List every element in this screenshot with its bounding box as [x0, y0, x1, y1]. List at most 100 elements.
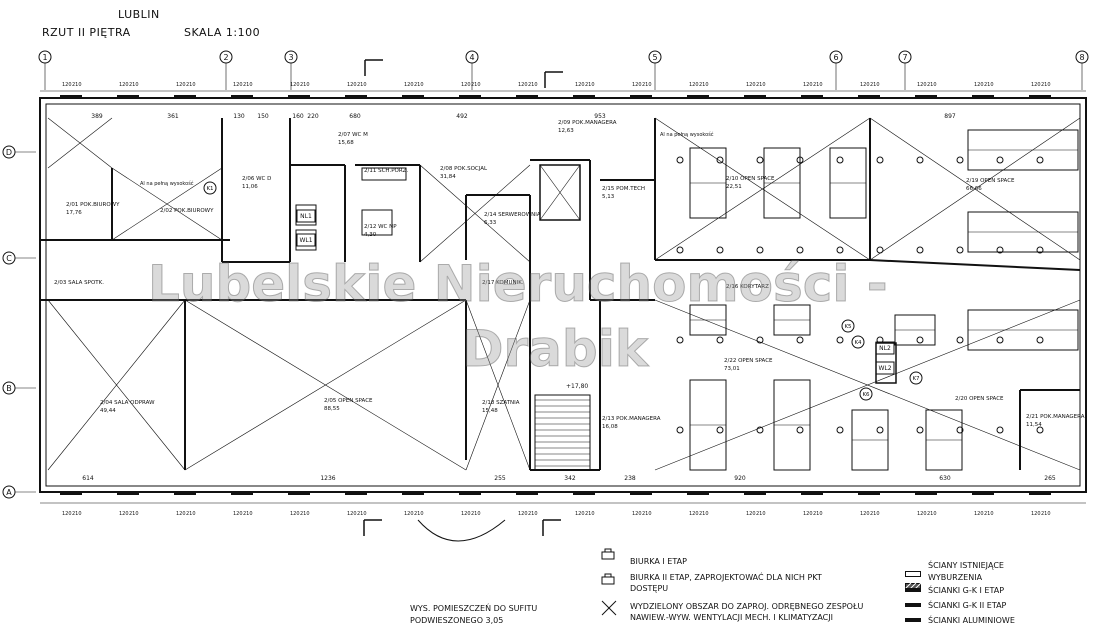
outer-wall	[39, 97, 1087, 493]
chair	[796, 246, 804, 254]
room-area-2/13: 16,08	[602, 424, 618, 430]
window-dim: 210	[129, 511, 139, 517]
window-dim: 120	[575, 511, 585, 517]
room-area-2/18: 15,48	[482, 408, 498, 414]
room-area-2/10: 22,51	[726, 184, 742, 190]
city-label: LUBLIN	[118, 8, 160, 21]
chair	[676, 336, 684, 344]
window-dim: 210	[756, 511, 766, 517]
marker-k5	[841, 319, 855, 333]
room-label-2/04: 2/04 SALA ODPRAW	[100, 400, 155, 406]
inner-wall-line	[45, 103, 1081, 487]
marker-label-k7: K7	[912, 376, 920, 382]
room-label-2/22: 2/22 OPEN SPACE	[724, 358, 773, 364]
chair	[876, 246, 884, 254]
chair	[836, 156, 844, 164]
window-dim: 120	[461, 511, 471, 517]
chair	[956, 426, 964, 434]
room-label-2/02: 2/02 POK.BIUROWY	[160, 208, 214, 214]
legend-ventilation-zone: WYDZIELONY OBSZAR DO ZAPROJ. ODRĘBNEGO Z…	[630, 602, 864, 622]
chair	[676, 156, 684, 164]
window-dim: 120	[1031, 82, 1041, 88]
wc-fixture	[361, 167, 407, 181]
chair	[716, 336, 724, 344]
label-box-wl1	[296, 233, 316, 247]
axis-label-8: 8	[1079, 53, 1084, 62]
window-dim: 120	[974, 82, 984, 88]
label-box-nl2	[875, 341, 895, 355]
bottom-dimension: 614	[82, 475, 94, 482]
chair	[996, 426, 1004, 434]
window-dim: 120	[632, 511, 642, 517]
room-label-2/06: 2/06 WC D	[242, 176, 271, 182]
window-dim: 210	[813, 511, 823, 517]
window-dim: 210	[642, 82, 652, 88]
label-nl2: NL2	[879, 345, 891, 352]
hollow-wall-icon	[905, 562, 921, 577]
legend-demolition: WYBURZENIA	[928, 573, 983, 582]
label-box-nl1	[296, 209, 316, 223]
window-dim: 120	[917, 511, 927, 517]
axis-label-A: A	[6, 488, 12, 497]
room-label-2/20: 2/20 OPEN SPACE	[955, 396, 1004, 402]
top-dimension: 130	[233, 113, 245, 120]
window-dim: 210	[984, 82, 994, 88]
desk-stage1-icon	[601, 545, 615, 560]
axis-label-2: 2	[223, 53, 228, 62]
room-label-2/09: 2/09 POK.MANAGERA	[558, 120, 617, 126]
chair	[756, 426, 764, 434]
window-dim: 210	[186, 82, 196, 88]
top-dimension: 150	[257, 113, 269, 120]
window-dim: 120	[176, 511, 186, 517]
stair-level-label: +17,80	[566, 383, 588, 390]
window-dim: 120	[518, 82, 528, 88]
window-dim: 120	[632, 82, 642, 88]
wc-fixture	[295, 204, 317, 226]
axis-label-1: 1	[42, 53, 47, 62]
solid-wall-icon	[905, 618, 921, 622]
window-dim: 120	[233, 511, 243, 517]
top-dimension: 897	[944, 113, 956, 120]
chair	[756, 156, 764, 164]
legend-gk-stage2: ŚCIANKI G-K II ETAP	[928, 601, 1007, 610]
bottom-dimension: 630	[939, 475, 951, 482]
room-area-2/04: 49,44	[100, 408, 116, 414]
elevator-cross	[539, 164, 581, 221]
room-label-2/11: 2/11 SCH.PORZ.	[364, 168, 408, 174]
window-dim: 120	[746, 82, 756, 88]
window-dim: 210	[642, 511, 652, 517]
cross-icon	[601, 600, 617, 616]
top-dimension: 361	[167, 113, 179, 120]
top-dimension: 220	[307, 113, 319, 120]
window-dim: 210	[243, 82, 253, 88]
window-dim: 120	[689, 511, 699, 517]
room-area-2/15: 5,13	[602, 194, 615, 200]
chair	[1036, 336, 1044, 344]
window-dim: 120	[803, 511, 813, 517]
watermark-line1: Lubelskie Nieruchomości -	[148, 255, 889, 314]
room-area-2/01: 17,76	[66, 210, 82, 216]
room-label-2/13: 2/13 POK.MANAGERA	[602, 416, 661, 422]
window-dim: 120	[347, 82, 357, 88]
vent-zone-diagonal	[869, 117, 1081, 261]
window-dim: 210	[1041, 82, 1051, 88]
window-dim: 210	[870, 82, 880, 88]
window-dim: 210	[471, 82, 481, 88]
chair	[756, 246, 764, 254]
bottom-dimension: 265	[1044, 475, 1056, 482]
chair	[876, 156, 884, 164]
window-dim: 120	[689, 82, 699, 88]
top-dimension: 492	[456, 113, 468, 120]
solid-wall-icon	[905, 588, 921, 592]
wc-fixture	[295, 229, 317, 251]
marker-k7	[909, 371, 923, 385]
chair	[916, 336, 924, 344]
window-dim: 120	[461, 82, 471, 88]
window-dim: 210	[927, 82, 937, 88]
marker-k1	[203, 181, 217, 195]
drawing-title: RZUT II PIĘTRA	[42, 26, 131, 39]
window-dim: 210	[528, 82, 538, 88]
room-label-2/08: 2/08 POK.SOCJAL	[440, 166, 488, 172]
window-dim: 120	[233, 82, 243, 88]
room-label-2/05: 2/05 OPEN SPACE	[324, 398, 373, 404]
